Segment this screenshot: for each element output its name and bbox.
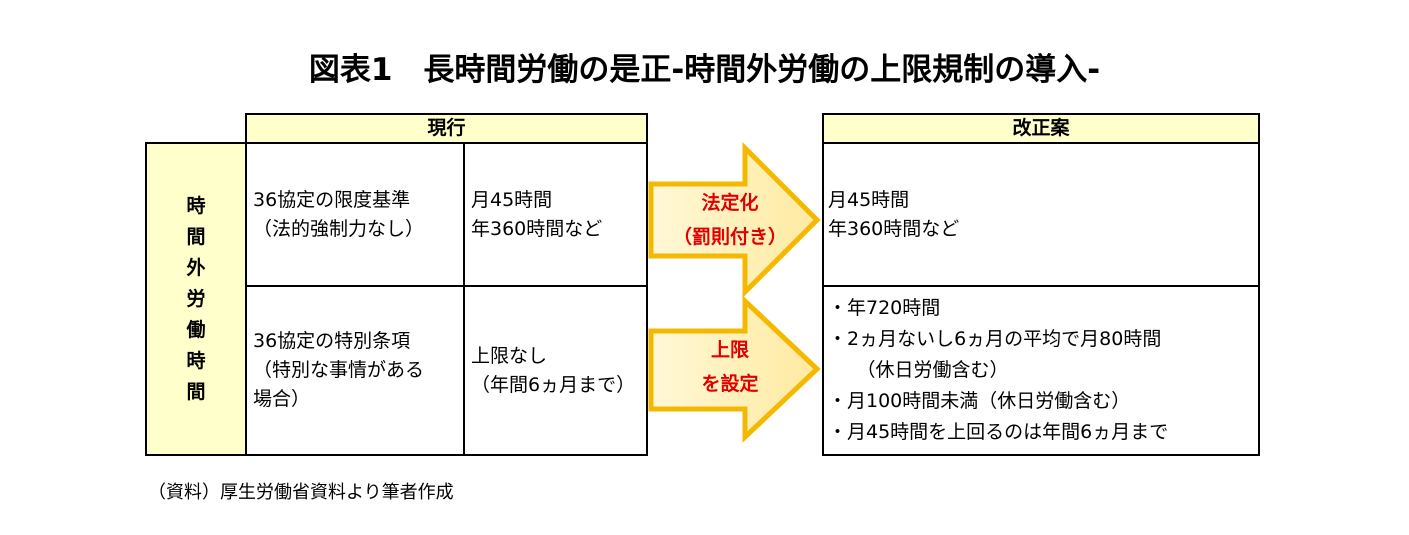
side-char: 外 xyxy=(186,256,206,279)
proposal-row2: ・年720時間・2ヵ月ないし6ヵ月の平均で月80時間 （休日労働含む） ・月100… xyxy=(822,285,1260,456)
current-header: 現行 xyxy=(245,113,648,144)
current-row1-item: 36協定の限度基準 （法的強制力なし） xyxy=(245,142,465,287)
current-row2-item: 36協定の特別条項 （特別な事情がある場合） xyxy=(245,285,465,456)
text-line: ・2ヵ月ないし6ヵ月の平均で月80時間 xyxy=(828,328,1162,350)
side-char: 働 xyxy=(186,318,206,341)
side-char: 間 xyxy=(186,225,206,248)
proposal-header: 改正案 xyxy=(822,113,1260,144)
text-line: （法的強制力なし） xyxy=(253,217,425,240)
text-line: （休日労働含む） xyxy=(828,359,1009,381)
text-line: ・年720時間 xyxy=(828,297,941,319)
text-line: 36協定の特別条項 xyxy=(253,330,411,352)
text-line: 場合） xyxy=(253,388,311,410)
current-row1-value: 月45時間年360時間など xyxy=(463,142,648,287)
text-line: 36協定の限度基準 xyxy=(253,188,411,211)
text-line: 法定化 xyxy=(701,192,759,214)
arrow-right-icon xyxy=(648,141,821,299)
side-label-overtime: 時間外労働時間 xyxy=(145,142,247,456)
text-line: ・月100時間未満（休日労働含む） xyxy=(828,390,1131,412)
arrow-label-cap: 上限を設定 xyxy=(655,333,805,401)
text-line: （年間6ヵ月まで） xyxy=(471,373,636,396)
current-row2-value: 上限なし （年間6ヵ月まで） xyxy=(463,285,648,456)
side-char: 時 xyxy=(186,194,206,217)
source-note: （資料）厚生労働省資料より筆者作成 xyxy=(148,482,454,503)
text-line: （罰則付き） xyxy=(672,226,787,248)
text-line: を設定 xyxy=(701,373,759,395)
text-line: 上限 xyxy=(710,339,749,361)
text-line: （特別な事情がある xyxy=(253,359,425,381)
text-line: ・月45時間を上回るのは年間6ヵ月まで xyxy=(828,421,1169,443)
proposal-row1: 月45時間年360時間など xyxy=(822,142,1260,287)
arrow-label-legalize: 法定化 （罰則付き） xyxy=(655,186,805,254)
text-line: 年360時間など xyxy=(828,217,960,240)
arrows xyxy=(648,141,821,443)
text-line: 月45時間 xyxy=(471,188,553,211)
text-line: 上限なし xyxy=(471,344,548,367)
side-char: 時 xyxy=(186,349,206,372)
text-line: 月45時間 xyxy=(828,188,910,211)
arrow-right-icon xyxy=(648,295,821,443)
side-char: 間 xyxy=(186,380,206,403)
side-char: 労 xyxy=(186,287,206,310)
text-line: 年360時間など xyxy=(471,217,603,240)
figure-title: 図表1 長時間労働の是正-時間外労働の上限規制の導入- xyxy=(308,52,1101,88)
